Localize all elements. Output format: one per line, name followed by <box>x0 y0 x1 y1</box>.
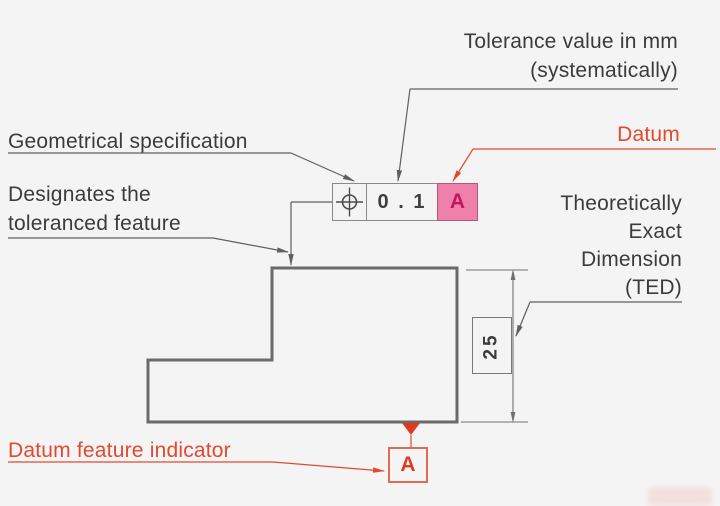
leader-designates-feature <box>8 237 289 253</box>
datum-triangle-icon <box>402 423 420 435</box>
designates-feature-label: Designates the toleranced feature <box>8 180 181 238</box>
frame-to-feature-leader <box>288 201 332 266</box>
ted-label-line2: Exact <box>628 220 682 243</box>
fcf-symbol-cell <box>332 183 367 221</box>
tolerance-value-label: Tolerance value in mm (systematically) <box>380 27 678 85</box>
geometrical-specification-label: Geometrical specification <box>8 130 248 153</box>
datum-indicator-box: A <box>388 447 428 483</box>
part-outline <box>146 266 459 424</box>
designates-feature-label-line1: Designates the <box>8 183 151 206</box>
datum-feature-indicator-label: Datum feature indicator <box>8 439 231 462</box>
dimension-arrow-top <box>510 269 516 280</box>
fcf-datum-cell: A <box>437 183 478 221</box>
ted-label-line1: Theoretically <box>560 192 682 215</box>
position-symbol-icon <box>336 187 363 217</box>
designates-feature-label-line2: toleranced feature <box>8 212 181 235</box>
leader-datum-feature-indicator <box>8 461 385 473</box>
tolerance-value-label-line1: Tolerance value in mm <box>463 30 678 53</box>
watermark <box>648 487 712 506</box>
dimension-arrow-bottom <box>510 412 516 423</box>
datum-label: Datum <box>617 123 680 146</box>
fcf-tolerance-cell: 0 . 1 <box>366 183 438 221</box>
dimension-lines <box>461 269 528 423</box>
ted-label-line3: Dimension <box>580 248 682 271</box>
tolerance-value-label-line2: (systematically) <box>530 59 678 82</box>
leader-datum <box>452 148 716 182</box>
ted-dimension-box: 25 <box>472 317 512 374</box>
ted-label: Theoretically Exact Dimension (TED) <box>430 190 682 302</box>
leader-ted <box>515 301 682 337</box>
leader-geometrical-specification <box>8 152 355 182</box>
leader-tolerance-value <box>396 88 678 182</box>
ted-dimension-value: 25 <box>480 331 502 360</box>
ted-label-line4: (TED) <box>625 276 682 299</box>
